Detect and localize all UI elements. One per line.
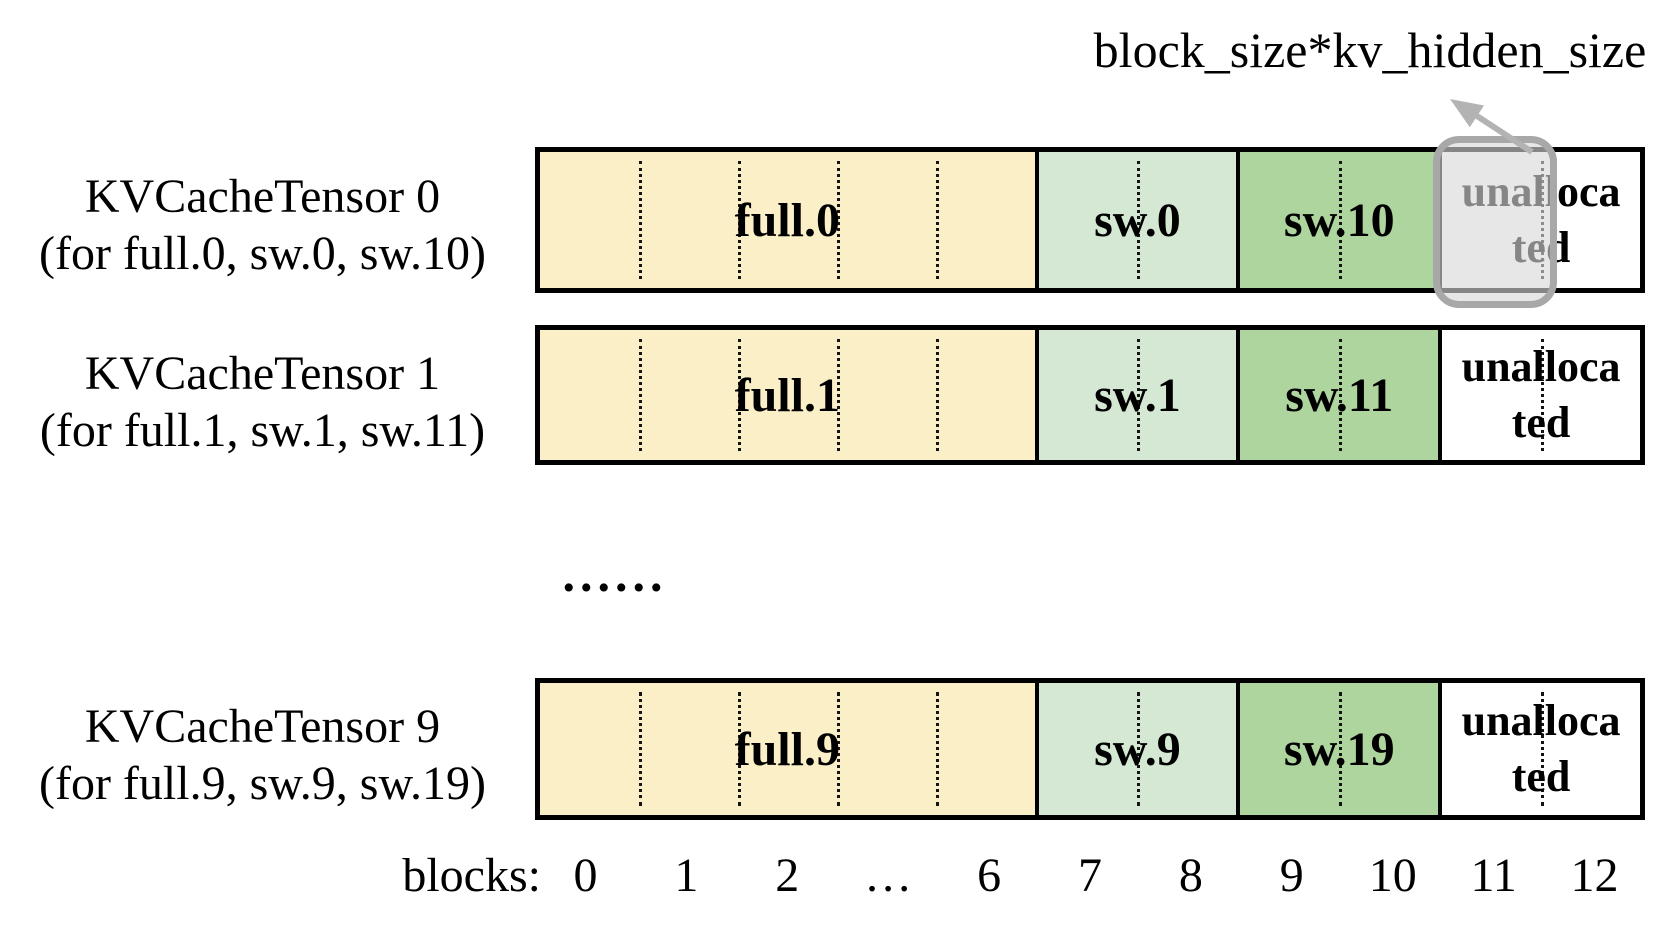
- sw-segment-label: sw.19: [1283, 722, 1395, 776]
- block-divider: [836, 161, 840, 279]
- sliding-window-segment: sw.11: [1236, 330, 1439, 460]
- tensor-9-bar: full.9 sw.9 sw.19 unalloca ted: [535, 678, 1645, 820]
- blocks-axis-ticks: 0 1 2 … 6 7 8 9 10 11 12: [535, 846, 1645, 906]
- unallocated-segment: unalloca ted: [1438, 330, 1640, 460]
- full-attention-segment: full.9: [540, 683, 1035, 815]
- tensor-subtitle: (for full.0, sw.0, sw.10): [38, 227, 487, 280]
- full-segment-label: full.9: [734, 722, 840, 776]
- axis-tick: 9: [1279, 849, 1304, 902]
- block-divider: [836, 692, 840, 806]
- sw-segment-label: sw.10: [1283, 193, 1395, 247]
- block-divider: [935, 161, 939, 279]
- block-divider: [638, 692, 642, 806]
- block-divider: [935, 692, 939, 806]
- axis-tick: 1: [674, 849, 699, 902]
- block-highlight-box: [1433, 136, 1557, 308]
- sliding-window-segment: sw.19: [1236, 683, 1439, 815]
- block-divider: [1137, 692, 1141, 806]
- sliding-window-segment: sw.9: [1034, 683, 1237, 815]
- block-divider: [1339, 161, 1343, 279]
- axis-tick: 11: [1470, 849, 1517, 902]
- block-divider: [836, 339, 840, 451]
- sw-segment-label: sw.11: [1285, 368, 1394, 422]
- axis-tick: 10: [1368, 849, 1417, 902]
- blocks-axis-label: blocks:: [402, 849, 541, 902]
- axis-tick: …: [864, 849, 913, 902]
- unallocated-segment: unalloca ted: [1438, 683, 1640, 815]
- block-divider: [638, 161, 642, 279]
- block-divider: [1339, 339, 1343, 451]
- sliding-window-segment: sw.0: [1034, 152, 1237, 288]
- tensor-title: KVCacheTensor 9: [84, 700, 441, 753]
- tensor-title: KVCacheTensor 1: [84, 347, 441, 400]
- full-attention-segment: full.0: [540, 152, 1035, 288]
- block-divider: [737, 339, 741, 451]
- sw-segment-label: sw.1: [1094, 368, 1181, 422]
- block-divider: [1339, 692, 1343, 806]
- tensor-1-bar: full.1 sw.1 sw.11 unalloca ted: [535, 325, 1645, 465]
- axis-tick: 6: [977, 849, 1002, 902]
- block-divider: [1137, 339, 1141, 451]
- axis-tick: 0: [573, 849, 598, 902]
- tensor-subtitle: (for full.1, sw.1, sw.11): [39, 404, 486, 457]
- sw-segment-label: sw.9: [1094, 722, 1181, 776]
- axis-tick: 2: [775, 849, 800, 902]
- full-segment-label: full.0: [734, 193, 840, 247]
- sliding-window-segment: sw.10: [1236, 152, 1439, 288]
- sliding-window-segment: sw.1: [1034, 330, 1237, 460]
- tensor-title: KVCacheTensor 0: [84, 170, 441, 223]
- block-divider: [935, 339, 939, 451]
- block-divider: [1541, 339, 1545, 451]
- axis-tick: 8: [1178, 849, 1203, 902]
- row-ellipsis: ......: [562, 546, 668, 602]
- block-size-annotation: block_size*kv_hidden_size: [1093, 22, 1647, 78]
- tensor-9-label: KVCacheTensor 9 (for full.9, sw.9, sw.19…: [10, 698, 515, 812]
- unallocated-label: unalloca ted: [1461, 342, 1621, 447]
- tensor-subtitle: (for full.9, sw.9, sw.19): [38, 757, 487, 810]
- block-divider: [737, 161, 741, 279]
- unallocated-label: unalloca ted: [1461, 696, 1621, 801]
- block-divider: [1541, 692, 1545, 806]
- block-divider: [638, 339, 642, 451]
- sw-segment-label: sw.0: [1094, 193, 1181, 247]
- full-attention-segment: full.1: [540, 330, 1035, 460]
- axis-tick: 7: [1077, 849, 1102, 902]
- tensor-1-label: KVCacheTensor 1 (for full.1, sw.1, sw.11…: [10, 345, 515, 459]
- axis-tick: 12: [1570, 849, 1619, 902]
- block-divider: [1137, 161, 1141, 279]
- block-divider: [737, 692, 741, 806]
- blocks-axis: blocks: 0 1 2 … 6 7 8 9 10 11 12: [0, 846, 1676, 908]
- full-segment-label: full.1: [734, 368, 840, 422]
- tensor-0-label: KVCacheTensor 0 (for full.0, sw.0, sw.10…: [10, 168, 515, 282]
